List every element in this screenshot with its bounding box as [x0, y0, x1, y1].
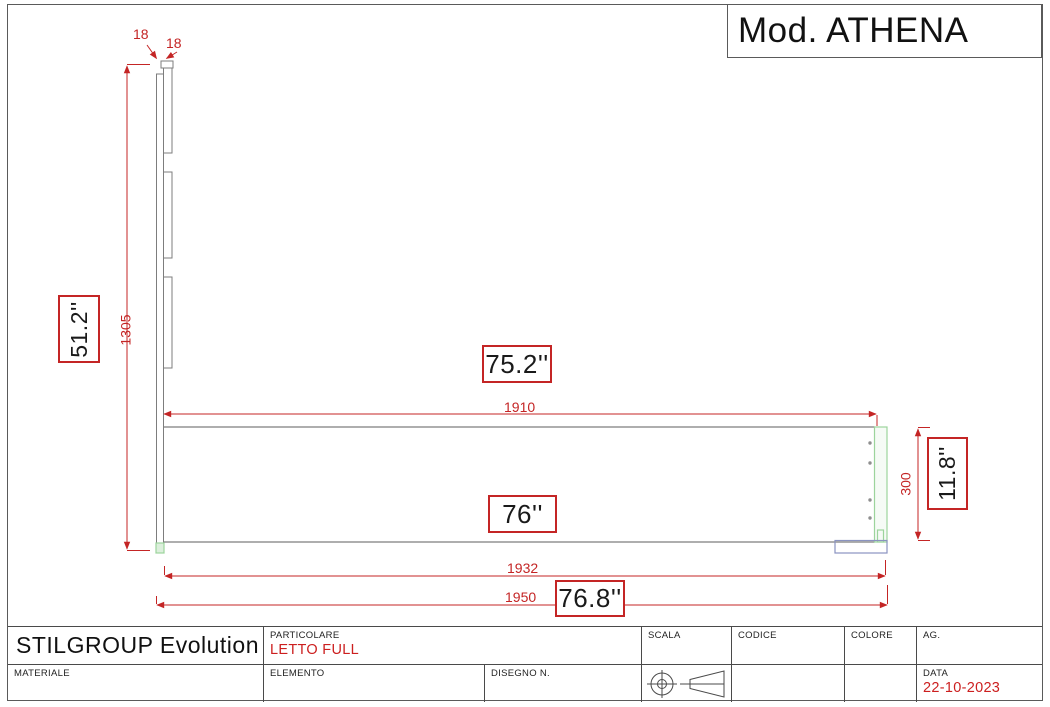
dim-box-frame-length-in: 75.2'' [482, 345, 552, 383]
footboard [155, 426, 888, 554]
headboard-outline [156, 60, 174, 553]
ag-label: AG. [923, 630, 941, 641]
title-block: STILGROUP Evolution PARTICOLARE LETTO FU… [8, 626, 1042, 702]
data-label: DATA [923, 668, 949, 679]
title-block-data-cell: DATA 22-10-2023 [917, 665, 1042, 702]
title-block-empty-cell-1 [732, 665, 845, 702]
dim-box-base-length-in: 76'' [488, 495, 557, 533]
title-block-particolare-cell: PARTICOLARE LETTO FULL [264, 627, 642, 665]
headboard-glide [155, 542, 165, 554]
sheet-border [7, 4, 1043, 701]
title-block-codice-cell: CODICE [732, 627, 845, 665]
headboard-slat-2 [163, 171, 173, 259]
footboard-panel [873, 426, 888, 543]
dim-text-18-left: 18 [133, 26, 149, 42]
colore-label: COLORE [851, 630, 893, 641]
title-block-materiale-cell: MATERIALE [8, 665, 264, 702]
title-block-colore-cell: COLORE [845, 627, 917, 665]
title-block-ag-cell: AG. [917, 627, 1042, 665]
title-block-projection-cell [642, 665, 732, 702]
title-block-empty-cell-2 [845, 665, 917, 702]
leader-18-left [146, 44, 157, 60]
dimension-lines [123, 44, 930, 609]
first-angle-projection-icon [647, 670, 725, 698]
materiale-label: MATERIALE [14, 668, 70, 679]
leader-18-right [165, 51, 178, 59]
dim-text-1932: 1932 [507, 560, 539, 576]
dim-text-18-right: 18 [166, 35, 182, 51]
dim-box-overall-length-in: 76.8'' [555, 580, 625, 617]
company-name: STILGROUP Evolution [16, 632, 260, 658]
headboard-back-panel [156, 73, 164, 553]
dim-text-1305: 1305 [118, 314, 134, 346]
headboard-slat-3 [163, 276, 173, 369]
model-title: Mod. ATHENA [738, 11, 969, 50]
title-block-disegno-cell: DISEGNO N. [485, 665, 642, 702]
headboard-slat-1 [163, 67, 173, 154]
particolare-label: PARTICOLARE [270, 630, 340, 641]
codice-label: CODICE [738, 630, 777, 641]
footboard-notch [876, 529, 885, 543]
dim-text-1950: 1950 [505, 589, 537, 605]
dim-text-300: 300 [897, 472, 914, 496]
title-block-company-cell: STILGROUP Evolution [8, 627, 264, 665]
scala-label: SCALA [648, 630, 681, 641]
screw-holes [868, 441, 872, 520]
elemento-label: ELEMENTO [270, 668, 325, 679]
data-value: 22-10-2023 [923, 680, 1001, 696]
headboard-top-cap [160, 60, 174, 69]
title-block-elemento-cell: ELEMENTO [264, 665, 485, 702]
model-title-box: Mod. ATHENA [727, 4, 1042, 58]
disegno-label: DISEGNO N. [491, 668, 550, 679]
dim-text-1910: 1910 [504, 399, 536, 415]
dim-box-footboard-height-in: 11.8'' [927, 437, 968, 510]
dim-box-headboard-height-in: 51.2'' [58, 295, 100, 363]
title-block-scala-cell: SCALA [642, 627, 732, 665]
bed-frame-rails [164, 426, 875, 543]
particolare-value: LETTO FULL [270, 642, 359, 658]
bed-leg [834, 539, 888, 554]
